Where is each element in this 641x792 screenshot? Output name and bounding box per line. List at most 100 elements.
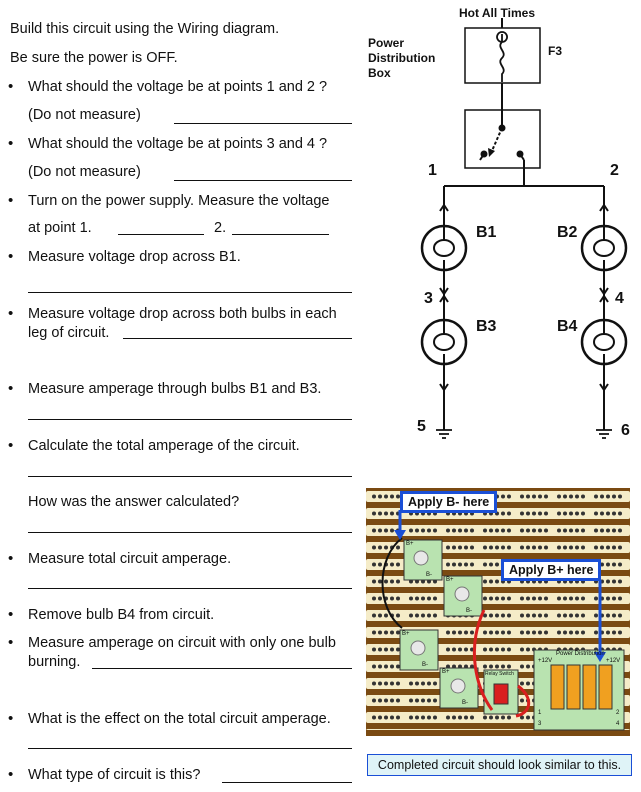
point-2-label: 2 [610,162,619,179]
answer-line[interactable] [174,180,352,181]
answer-line[interactable] [28,476,352,477]
bullet: • [8,78,14,95]
point-3-label: 3 [424,290,433,307]
answer-line[interactable] [123,338,352,339]
pdb-label-1: Power [368,36,405,50]
intro-line-2: Be sure the power is OFF. [10,50,178,66]
question-10: Remove bulb B4 from circuit. [28,607,215,623]
ground-icon [436,429,452,439]
filament-icon [433,226,456,270]
connector-icon [599,203,609,212]
module-label: B+ [446,577,454,583]
pdb-label-2: Distribution [368,51,436,65]
pdb-right-label: +12V [606,658,621,664]
answer-line[interactable] [174,123,352,124]
question-4: Measure voltage drop across B1. [28,249,241,265]
bullet: • [8,437,14,454]
question-1: What should the voltage be at points 1 a… [28,79,328,95]
question-7: Calculate the total amperage of the circ… [28,438,300,454]
question-11-sub: burning. [28,654,81,670]
pdb-photo-label: Power Distribution [556,651,605,657]
point-6-label: 6 [621,422,630,439]
pdb-pin-label: 1 [538,710,542,716]
question-2-sub: (Do not measure) [28,164,141,180]
circuit-schematic [420,18,628,439]
module-label: B- [422,662,428,668]
filament-icon [433,320,456,364]
pdb-pin-label: 2 [616,710,620,716]
connector-icon [439,287,449,303]
bulb-b3-label: B3 [476,318,497,335]
pdb-label-3: Box [368,66,391,80]
point-5-label: 5 [417,418,426,435]
fuse-label: F3 [548,44,563,58]
question-12: What is the effect on the total circuit … [28,711,331,727]
answer-line[interactable] [232,234,329,235]
answer-line[interactable] [28,588,352,589]
worksheet: Build this circuit using the Wiring diag… [8,21,352,783]
bulb-b4-label: B4 [557,318,578,335]
pdb-pin-label: 3 [538,721,542,727]
breadboard-image [366,488,630,736]
bulb-b1-label: B1 [476,224,497,241]
intro-line-1: Build this circuit using the Wiring diag… [10,21,280,37]
bullet: • [8,192,14,209]
question-5-sub: leg of circuit. [28,325,110,341]
question-2: What should the voltage be at points 3 a… [28,136,328,152]
question-11: Measure amperage on circuit with only on… [28,635,336,651]
pdb-pin-label: 4 [616,721,620,727]
question-6: Measure amperage through bulbs B1 and B3… [28,381,322,397]
bulb-module [439,667,479,709]
question-8: How was the answer calculated? [28,494,240,510]
hot-label: Hot All Times [459,6,536,20]
question-13: What type of circuit is this? [28,767,201,783]
apply-b-plus-callout: Apply B+ here [501,559,602,581]
bullet: • [8,606,14,623]
module-label: B+ [406,541,414,547]
connector-icon [599,287,609,303]
bulb-module [403,539,443,581]
pdb-left-label: +12V [538,658,553,664]
bullet: • [8,248,14,265]
wiring-diagram: Hot All Times Power Distribution Box F3 … [360,0,641,470]
apply-b-minus-callout: Apply B- here [400,491,498,513]
answer-line[interactable] [28,292,352,293]
bullet: • [8,135,14,152]
answer-line[interactable] [28,419,352,420]
answer-line[interactable] [28,748,352,749]
ground-icon [596,429,612,439]
question-3-sub: at point 1. [28,220,92,236]
module-label: B- [426,572,432,578]
module-label: B- [466,608,472,614]
bulb-module [443,575,483,617]
answer-line[interactable] [28,532,352,533]
answer-line[interactable] [92,668,352,669]
point-2-label: 2. [214,220,227,236]
breadboard-photo: Apply B- here Apply B+ here B+ B- B+ B- … [366,488,630,736]
question-3: Turn on the power supply. Measure the vo… [28,193,330,209]
module-label: B+ [402,631,410,637]
question-9: Measure total circuit amperage. [28,551,232,567]
module-label: B- [462,700,468,706]
answer-line[interactable] [222,782,352,783]
bullet: • [8,710,14,727]
bullet: • [8,380,14,397]
connector-icon [599,383,609,392]
filament-icon [593,320,616,364]
bulb-module [399,629,439,671]
bullet: • [8,766,14,783]
connector-icon [439,203,449,212]
bullet: • [8,305,14,322]
answer-line[interactable] [118,234,204,235]
point-1-label: 1 [428,162,437,179]
bullet: • [8,550,14,567]
point-4-label: 4 [615,290,624,307]
module-label: B+ [442,669,450,675]
connector-icon [439,383,449,392]
photo-caption: Completed circuit should look similar to… [367,754,632,776]
question-5: Measure voltage drop across both bulbs i… [28,306,337,322]
bullet: • [8,634,14,651]
filament-icon [593,226,616,270]
question-1-sub: (Do not measure) [28,107,141,123]
relay-label: Relay Switch [485,671,514,677]
